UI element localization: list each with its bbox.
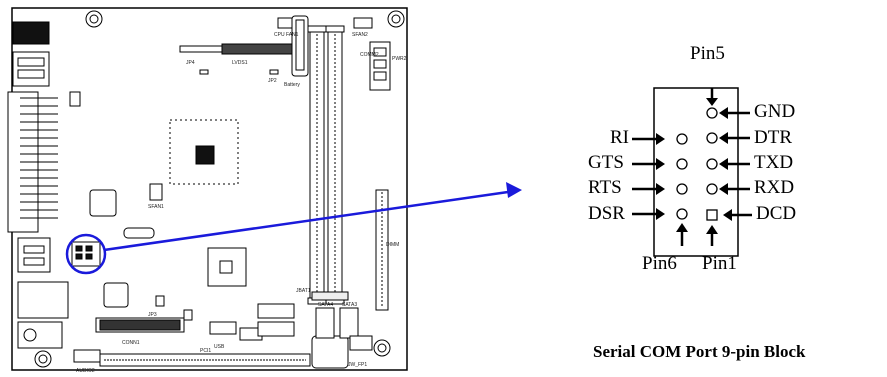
silk-sata4: SATA4 (318, 302, 333, 308)
com-header (71, 241, 101, 267)
silk-sfan1: SFAN1 (148, 204, 164, 210)
ic-chips (89, 189, 349, 369)
silk-jbat: JBAT1 (296, 288, 311, 294)
pin-circle (706, 107, 718, 119)
mini-pcie-slot (95, 317, 185, 333)
silk-jw-fp: JW_FP1 (348, 362, 367, 368)
pin-label-gnd: GND (754, 101, 796, 122)
diagram-caption: Serial COM Port 9-pin Block (593, 342, 806, 361)
power-connector (369, 41, 391, 91)
pin-label-rts: RTS (588, 177, 622, 198)
silk-cpu-fan: CPU FAN1 (274, 32, 299, 38)
silk-jp4: JP4 (186, 60, 195, 66)
pin6-label: Pin6 (642, 253, 677, 274)
silk-sfan2: SFAN2 (352, 32, 368, 38)
pin5-label: Pin5 (690, 43, 725, 64)
callout-arrow-line (103, 190, 509, 252)
silk-audio: AUDIO2 (76, 368, 95, 374)
pin-circle (706, 183, 718, 195)
sata-ports (311, 291, 359, 339)
callout-arrow-head (506, 182, 522, 198)
silk-battery: Battery (284, 82, 300, 88)
silk-jp3: JP3 (148, 312, 157, 318)
silk-dimm: DIMM (386, 242, 399, 248)
mounting-hole-icon (34, 10, 405, 368)
right-pin-column (706, 107, 718, 221)
misc-headers (73, 303, 373, 363)
pin-label-rxd: RXD (754, 177, 795, 198)
pin1-label: Pin1 (702, 253, 737, 274)
right-edge-header (375, 189, 389, 311)
dimm-slots (307, 25, 345, 305)
pin-circle (676, 183, 688, 195)
pin-label-dsr: DSR (588, 203, 625, 224)
silk-jp2: JP2 (268, 78, 277, 84)
pin-arrows (632, 88, 752, 246)
callout-circle (65, 233, 107, 275)
silk-pwr: PWR2 (392, 56, 407, 62)
left-pin-column (676, 133, 688, 220)
pin-label-dcd: DCD (756, 203, 797, 224)
small-headers (69, 17, 373, 321)
pin-label-txd: TXD (754, 152, 794, 173)
silk-lvds: LVDS1 (232, 60, 248, 66)
chipset (207, 247, 247, 287)
pci-slot (99, 353, 311, 367)
silk-usb: USB (214, 344, 225, 350)
pin-square (706, 209, 718, 221)
silk-comm2: COMM2 (360, 52, 379, 58)
cpu-chip (169, 119, 239, 185)
rear-io-panel (7, 21, 69, 349)
pin-circle (676, 208, 688, 220)
pin-label-ri: RI (610, 127, 629, 148)
pin-circle (706, 158, 718, 170)
silk-pci: PCI1 (200, 348, 211, 354)
pin-label-dtr: DTR (754, 127, 792, 148)
pin-circle (676, 158, 688, 170)
battery-icon (291, 15, 309, 77)
silk-conn: CONN1 (122, 340, 140, 346)
pin-label-gts: GTS (588, 152, 624, 173)
pin-circle (706, 132, 718, 144)
silk-sata3: SATA3 (342, 302, 357, 308)
pin-circle (676, 133, 688, 145)
